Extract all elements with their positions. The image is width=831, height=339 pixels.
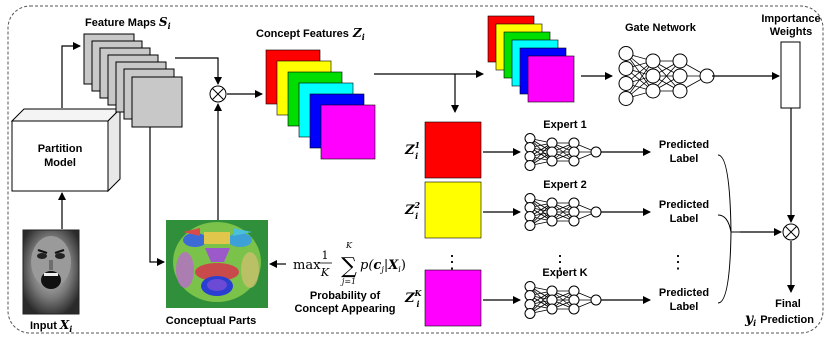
expert-network-icon — [524, 281, 602, 319]
svg-text:j=1: j=1 — [340, 277, 356, 286]
feature-maps-stack — [83, 33, 183, 128]
importance-weights-label-1: Importance — [761, 13, 820, 25]
partition-model-label-2: Model — [44, 157, 76, 169]
svg-text:p(cj|Xi): p(cj|Xi) — [360, 258, 406, 274]
svg-text:1: 1 — [322, 249, 329, 262]
input-face-image — [22, 229, 80, 315]
expert-label: Expert 1 — [543, 119, 586, 131]
partition-model-label-1: Partition — [38, 143, 83, 155]
final-label: Final — [775, 298, 801, 310]
final-multiply-operator — [782, 223, 800, 241]
multiply-operator — [209, 85, 227, 103]
expert-input-map — [424, 181, 482, 239]
gate-network-graph — [618, 46, 715, 106]
ellipsis-experts: ⋮ — [551, 252, 569, 273]
predicted-label-2: Label — [670, 301, 699, 313]
expert-network-icon — [524, 133, 602, 171]
expert-input-map — [424, 121, 482, 179]
gate-network-icon — [618, 46, 715, 106]
ellipsis-labels: ⋮ — [669, 252, 687, 273]
svg-text:K: K — [320, 266, 330, 279]
conceptual-parts-image — [166, 220, 268, 308]
svg-text:max: max — [293, 258, 321, 273]
predicted-label-2: Label — [670, 213, 699, 225]
gate-input-stack — [487, 15, 575, 103]
gate-network-label: Gate Network — [625, 22, 697, 34]
expert-label: Expert K — [542, 267, 587, 279]
conceptual-parts-label: Conceptual Parts — [166, 315, 256, 327]
probability-caption-1: Probability of — [310, 290, 381, 302]
partition-model-box — [10, 107, 122, 193]
outer-border — [7, 5, 824, 334]
expert-label: Expert 2 — [543, 179, 586, 191]
ellipsis-z: ⋮ — [443, 252, 461, 273]
expert-input-map — [424, 269, 482, 327]
probability-caption-2: Concept Appearing — [294, 303, 395, 315]
importance-weights-bar — [780, 41, 801, 109]
expert-network-icon — [524, 193, 602, 231]
importance-weights-label-2: Weights — [770, 26, 813, 38]
concept-feature-map — [320, 104, 376, 160]
gate-input-map — [527, 55, 575, 103]
svg-text:∑: ∑ — [341, 254, 357, 279]
svg-text:K: K — [345, 241, 353, 250]
predicted-label-2: Label — [670, 153, 699, 165]
probability-formula: max 1 K K ∑ j=1 p(cj|Xi) — [293, 241, 406, 286]
predicted-label-1: Predicted — [659, 287, 709, 299]
concept-features-stack — [265, 49, 376, 160]
predicted-label-1: Predicted — [659, 139, 709, 151]
predicted-label-1: Predicted — [659, 199, 709, 211]
